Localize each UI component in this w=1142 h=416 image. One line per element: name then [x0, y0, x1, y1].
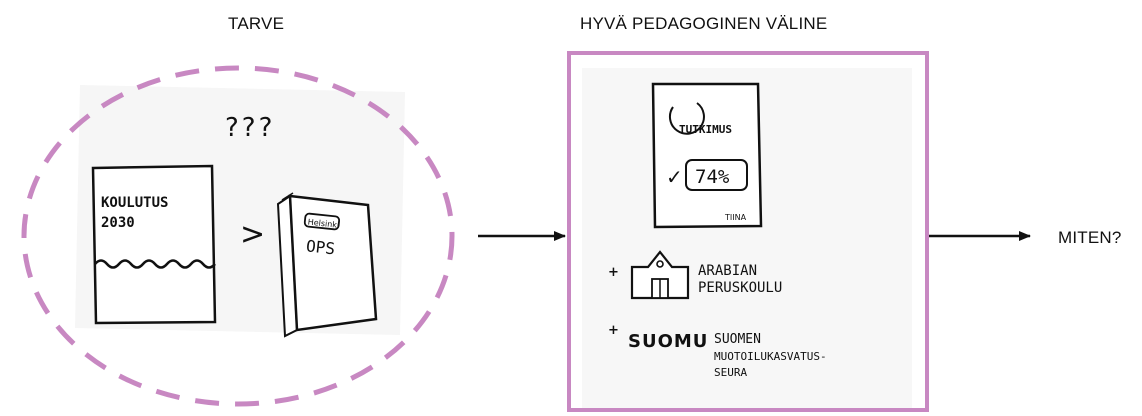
suomu-logo: SUOMU [628, 331, 708, 352]
ops-booklet: Helsinki OPS [276, 192, 378, 338]
book-title-line1: KOULUTUS [101, 195, 168, 211]
dashed-need-ellipse [21, 65, 455, 407]
tarve-label: TARVE [228, 14, 285, 33]
partner-arabian-peruskoulu: + ARABIAN PERUSKOULU [608, 250, 782, 300]
research-circle [668, 102, 705, 135]
percent-box [685, 159, 748, 191]
book-title-line2: 2030 [101, 215, 135, 231]
partner2-line2: MUOTOILUKASVATUS- [714, 350, 827, 363]
school-icon [630, 250, 690, 300]
pedagogical-tool-label: HYVÄ PEDAGOGINEN VÄLINE [580, 14, 828, 33]
tool-panel-frame [567, 51, 929, 412]
partner2-line1: SUOMEN [714, 332, 761, 347]
helsinki-badge [303, 212, 341, 231]
partner1-line2: PERUSKOULU [698, 280, 782, 296]
report-percent: 74% [695, 166, 730, 188]
tool-panel: TUTKIMUS ✓ 74% TIINA + ARABIAN PERUSKOUL… [567, 51, 929, 412]
koulutus-book: KOULUTUS 2030 [91, 164, 217, 325]
research-report: TUTKIMUS ✓ 74% TIINA [651, 82, 763, 229]
partner2-plus: + [608, 323, 619, 338]
helsinki-badge-text: Helsinki [307, 218, 339, 230]
greater-than-sign: > [240, 217, 265, 252]
partner-suomu: + SUOMU SUOMEN MUOTOILUKASVATUS- SEURA [608, 323, 827, 379]
miten-label: MITEN? [1058, 228, 1122, 247]
partner2-line3: SEURA [714, 366, 747, 379]
report-author: TIINA [724, 213, 747, 222]
ops-title: OPS [305, 236, 336, 258]
report-checkmark: ✓ [666, 165, 683, 189]
partner1-plus: + [608, 265, 619, 280]
report-title: TUTKIMUS [679, 123, 732, 136]
partner1-line1: ARABIAN [698, 263, 757, 279]
question-marks: ??? [225, 113, 275, 143]
need-panel: ??? KOULUTUS 2030 > Helsinki OPS [21, 65, 455, 407]
